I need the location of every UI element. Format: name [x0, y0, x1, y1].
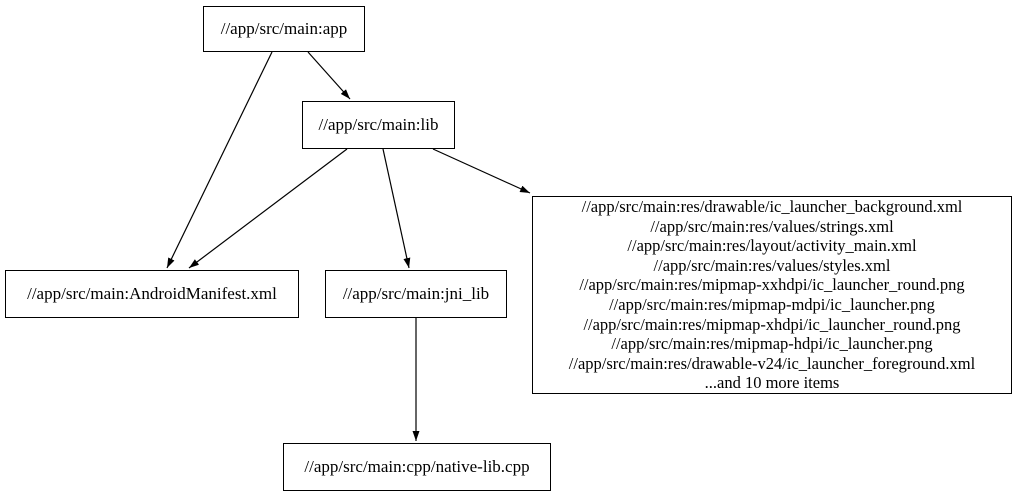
resource-item: //app/src/main:res/mipmap-xxhdpi/ic_laun… [579, 275, 965, 295]
resource-item: //app/src/main:res/values/strings.xml [650, 216, 894, 236]
edge-app-to-lib [307, 51, 351, 100]
edge-lib-to-manifest [188, 148, 348, 269]
node-native-lib-cpp-label: //app/src/main:cpp/native-lib.cpp [304, 457, 530, 477]
node-lib: //app/src/main:lib [302, 101, 455, 149]
resource-item: //app/src/main:res/mipmap-hdpi/ic_launch… [611, 334, 933, 354]
node-resources-group: //app/src/main:res/drawable/ic_launcher_… [532, 196, 1012, 394]
edge-lib-to-resources [432, 148, 531, 194]
resource-item: //app/src/main:res/drawable/ic_launcher_… [581, 197, 963, 217]
resource-item: //app/src/main:res/mipmap-xhdpi/ic_launc… [583, 314, 961, 334]
resource-item: //app/src/main:res/values/styles.xml [653, 255, 891, 275]
edge-lib-to-jni-lib [382, 148, 411, 269]
node-jni-lib-label: //app/src/main:jni_lib [342, 284, 490, 304]
edge-app-to-manifest [166, 51, 273, 269]
node-android-manifest: //app/src/main:AndroidManifest.xml [5, 270, 299, 318]
resource-item: //app/src/main:res/mipmap-mdpi/ic_launch… [609, 295, 935, 314]
node-jni-lib: //app/src/main:jni_lib [325, 270, 507, 318]
node-android-manifest-label: //app/src/main:AndroidManifest.xml [27, 284, 277, 304]
resource-more-items: ...and 10 more items [704, 373, 840, 393]
node-lib-label: //app/src/main:lib [318, 115, 439, 135]
node-app: //app/src/main:app [203, 6, 365, 52]
node-app-label: //app/src/main:app [220, 19, 348, 39]
node-native-lib-cpp: //app/src/main:cpp/native-lib.cpp [283, 443, 551, 491]
resource-item: //app/src/main:res/layout/activity_main.… [627, 236, 917, 256]
resource-item: //app/src/main:res/drawable-v24/ic_launc… [568, 353, 976, 373]
